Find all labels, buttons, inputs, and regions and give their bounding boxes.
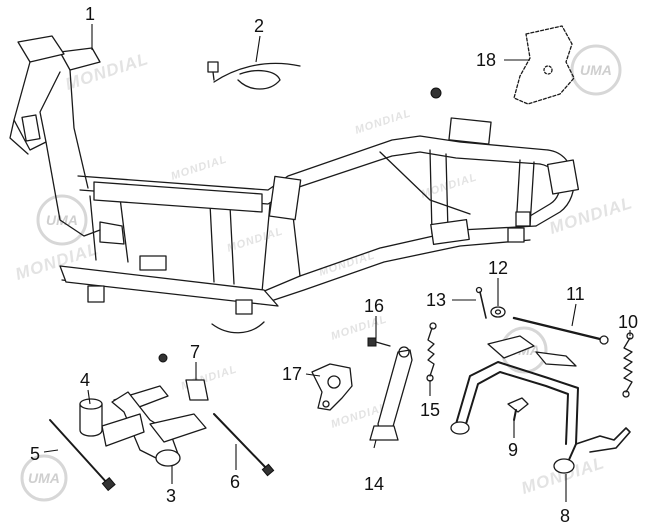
frame-drawing <box>9 35 580 334</box>
callout-18: 18 <box>476 50 496 70</box>
side-stand-drawing <box>369 346 413 441</box>
callout-15: 15 <box>420 400 440 420</box>
callout-12: 12 <box>488 258 508 278</box>
cable-drawing <box>207 61 301 90</box>
center-stand-drawing <box>450 335 631 474</box>
frame-cover-plate-drawing <box>513 25 575 105</box>
svg-text:UMA: UMA <box>28 470 60 486</box>
callout-11: 11 <box>566 284 585 304</box>
callout-9: 9 <box>508 440 518 460</box>
callout-3: 3 <box>166 486 176 506</box>
callout-2: 2 <box>254 16 264 36</box>
long-bolt-drawing <box>49 419 116 492</box>
callout-16: 16 <box>364 296 384 316</box>
uma-logo: UMA <box>570 44 622 96</box>
svg-text:UMA: UMA <box>46 212 78 228</box>
callout-1: 1 <box>85 4 95 24</box>
side-stand-bolt-drawing <box>367 337 391 347</box>
callout-4: 4 <box>80 370 90 390</box>
callout-13: 13 <box>426 290 446 310</box>
callout-7: 7 <box>190 342 200 362</box>
callout-14: 14 <box>364 474 384 494</box>
washer-drawing <box>490 306 506 318</box>
uma-logo: UMA <box>36 194 88 246</box>
callout-5: 5 <box>30 444 40 464</box>
callout-6: 6 <box>230 472 240 492</box>
stopper-drawing <box>507 397 529 421</box>
svg-text:UMA: UMA <box>580 62 612 78</box>
stand-spring-drawing <box>622 332 634 398</box>
rubber-bushing-drawing <box>79 398 103 437</box>
stand-shaft-drawing <box>512 316 609 345</box>
callout-8: 8 <box>560 506 570 526</box>
uma-logo: UMA <box>20 454 68 502</box>
callout-17: 17 <box>282 364 302 384</box>
bolt-drawing <box>213 413 275 477</box>
engine-mount-bracket-drawing <box>101 385 207 467</box>
frame-nut-drawing <box>430 87 442 99</box>
spacer-drawing <box>158 353 209 401</box>
callout-10: 10 <box>618 312 638 332</box>
side-stand-bracket-drawing <box>311 363 353 411</box>
leader-lines <box>43 24 631 502</box>
cotter-pin-drawing <box>475 286 487 319</box>
side-stand-spring-drawing <box>426 322 437 382</box>
